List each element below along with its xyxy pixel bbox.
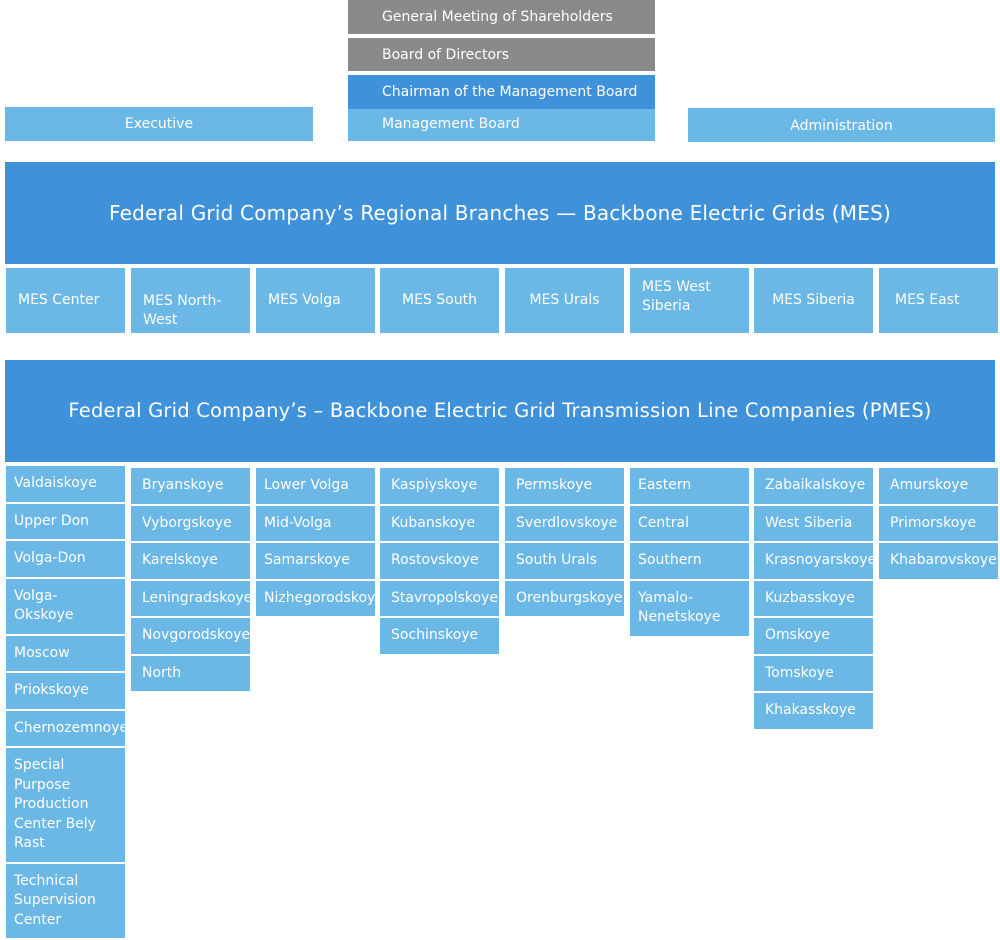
list-item: Omskoye xyxy=(754,618,873,654)
list-item: Khabarovskoye xyxy=(879,543,998,579)
mes-branch: MES Siberia xyxy=(754,268,873,333)
shareholders-box: General Meeting of Shareholders xyxy=(348,0,655,34)
executive-label: Executive xyxy=(124,116,194,132)
list-item: Nizhegorodskoye xyxy=(256,580,384,616)
pmes-header-band: Federal Grid Company’s – Backbone Electr… xyxy=(5,360,995,462)
list-item: North xyxy=(131,655,250,691)
list-item: Volga-Okskoye xyxy=(6,578,125,634)
list-item: Moscow xyxy=(6,635,125,671)
mes-header-band: Federal Grid Company’s Regional Branches… xyxy=(5,162,995,264)
list-item: Leningradskoye xyxy=(131,580,252,616)
list-item: Upper Don xyxy=(6,503,125,539)
list-item: Samarskoye xyxy=(256,543,375,579)
pmes-column-east: Amurskoye Primorskoye Khabarovskoye xyxy=(879,468,998,581)
list-item: South Urals xyxy=(505,543,624,579)
pmes-column-west-siberia: Eastern Central Southern Yamalo-Nenetsko… xyxy=(630,468,749,638)
mes-branch: MES East xyxy=(879,268,998,333)
list-item: Sochinskoye xyxy=(380,618,499,654)
list-item: Stavropolskoye xyxy=(380,580,499,616)
list-item: Kaspiyskoye xyxy=(380,468,499,504)
list-item: Kuzbasskoye xyxy=(754,580,873,616)
administration-label: Administration xyxy=(790,118,893,134)
board-of-directors-label: Board of Directors xyxy=(382,46,510,63)
shareholders-label: General Meeting of Shareholders xyxy=(382,9,613,25)
list-item: Lower Volga xyxy=(256,468,375,504)
list-item: Priokskoye xyxy=(6,673,125,709)
pmes-column-north-west: Bryanskoye Vyborgskoye Karelskoye Lening… xyxy=(131,468,252,693)
list-item: Permskoye xyxy=(505,468,624,504)
administration-box: Administration xyxy=(688,108,995,142)
executive-box: Executive xyxy=(5,107,313,141)
list-item: Yamalo-Nenetskoye xyxy=(630,580,749,636)
list-item: Amurskoye xyxy=(879,468,998,504)
chairman-box: Chairman of the Management Board xyxy=(348,75,655,109)
list-item: Mid-Volga xyxy=(256,505,375,541)
list-item: Zabaikalskoye xyxy=(754,468,873,504)
list-item: Primorskoye xyxy=(879,505,998,541)
pmes-column-siberia: Zabaikalskoye West Siberia Krasnoyarskoy… xyxy=(754,468,876,731)
list-item: Southern xyxy=(630,543,749,579)
pmes-column-south: Kaspiyskoye Kubanskoye Rostovskoye Stavr… xyxy=(380,468,499,656)
management-board-label: Management Board xyxy=(382,116,520,132)
list-item: Sverdlovskoye xyxy=(505,505,624,541)
chairman-label: Chairman of the Management Board xyxy=(382,84,638,100)
pmes-header-label: Federal Grid Company’s – Backbone Electr… xyxy=(68,399,932,422)
list-item: Eastern xyxy=(630,468,749,504)
list-item: Orenburgskoye xyxy=(505,580,624,616)
list-item: Central xyxy=(630,505,749,541)
list-item: Volga-Don xyxy=(6,541,125,577)
mes-branch: MES South xyxy=(380,268,499,333)
mes-branch: MES West Siberia xyxy=(630,268,749,333)
management-board-box: Management Board xyxy=(348,109,655,141)
mes-branch: MES Center xyxy=(6,268,125,333)
list-item: Special Purpose Production Center Bely R… xyxy=(6,748,125,862)
pmes-column-urals: Permskoye Sverdlovskoye South Urals Oren… xyxy=(505,468,624,618)
list-item: Krasnoyarskoye xyxy=(754,543,876,579)
list-item: Bryanskoye xyxy=(131,468,250,504)
list-item: Vyborgskoye xyxy=(131,505,250,541)
list-item: Khakasskoye xyxy=(754,693,873,729)
mes-branch: MES Urals xyxy=(505,268,624,333)
mes-branch: MES Volga xyxy=(256,268,375,333)
list-item: Technical Supervision Center xyxy=(6,863,125,938)
pmes-column-center: Valdaiskoye Upper Don Volga-Don Volga-Ok… xyxy=(6,466,128,940)
mes-header-label: Federal Grid Company’s Regional Branches… xyxy=(109,201,891,225)
list-item: Karelskoye xyxy=(131,543,250,579)
pmes-column-volga: Lower Volga Mid-Volga Samarskoye Nizhego… xyxy=(256,468,384,618)
list-item: Rostovskoye xyxy=(380,543,499,579)
list-item: Chernozemnoye xyxy=(6,710,128,746)
list-item: Kubanskoye xyxy=(380,505,499,541)
list-item: Valdaiskoye xyxy=(6,466,125,502)
list-item: Novgorodskoye xyxy=(131,618,250,654)
mes-branch: MES North-West xyxy=(131,268,250,333)
list-item: Tomskoye xyxy=(754,655,873,691)
list-item: West Siberia xyxy=(754,505,873,541)
board-of-directors-box: Board of Directors xyxy=(348,38,655,71)
